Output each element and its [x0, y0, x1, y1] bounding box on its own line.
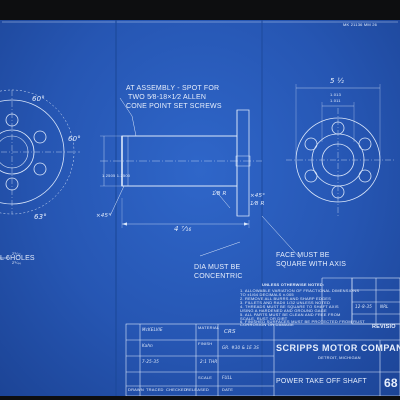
company-name: SCRIPPS MOTOR COMPANY	[276, 343, 400, 353]
flange-dim-top: 5 ½	[330, 77, 345, 85]
blueprint-sheet: MK 21136 MM 26 60° 60° 63° 2⁹⁄₃₂ 2⁹⁄₄₄ L…	[0, 20, 400, 396]
note-line: 5. ALL PARTS MUST BE CLEAN AND FREE FROM	[240, 312, 341, 317]
assembly-note-line2: TWO 5⁄8-18×1⁄2 ALLEN	[128, 94, 207, 101]
flange-dim-mid1: 1.013	[330, 92, 342, 97]
face-note-line1: FACE MUST BE	[276, 252, 330, 259]
holes-dim-den: 2⁹⁄₄₄	[12, 260, 21, 265]
angle-label-right: 60°	[68, 135, 82, 143]
finish-label: FINISH	[198, 341, 213, 346]
notes-title: UNLESS OTHERWISE NOTED:	[262, 282, 325, 287]
note-line: 2. REMOVE ALL BURRS AND SHARP EDGES	[240, 296, 332, 301]
note-line: USING A HARDENED AND GROUND GAGE	[240, 308, 327, 313]
finish-value: GR. #30 & 1E 3S	[222, 345, 259, 350]
material-label: MATERIAL	[198, 325, 220, 330]
left-flange-view	[0, 89, 80, 259]
radius-b-label: 1⁄8 R	[250, 201, 265, 207]
note-line: 1. ALLOWABLE VARIATION OF FRACTIONAL DIM…	[240, 288, 360, 293]
date-label: DATE	[222, 387, 234, 392]
traced-by: Kahn	[142, 343, 153, 348]
face-note-line2: SQUARE WITH AXIS	[276, 261, 347, 268]
assembly-note-line1: AT ASSEMBLY - SPOT FOR	[126, 85, 220, 92]
angle-label-bottom: 63°	[34, 213, 48, 221]
shaft-side-view	[100, 97, 262, 257]
flange-dim-mid2: 1.011	[330, 98, 341, 103]
drawing-code: MK 21136 MM 26	[343, 22, 378, 27]
angle-label-top: 60°	[32, 95, 46, 103]
note-line: 6. FINISHED SURFACES MUST BE PROTECTED F…	[240, 319, 365, 324]
note-line: TO ±1/64 DECIMALS ±.005	[240, 292, 294, 297]
checked-label: CHECKED	[166, 387, 187, 392]
right-flange-view	[261, 84, 394, 259]
revision-label: REVISIO	[372, 324, 396, 330]
assembly-note-line3: CONE POINT SET SCREWS	[126, 103, 222, 110]
note-line: SCALE, RUST OR DIRT	[240, 316, 288, 321]
material-value: CRS	[224, 329, 236, 335]
note-line: CORROSION OR DAMAGE	[240, 322, 295, 327]
shaft-length-label: 4 ⁷⁄₁₆	[174, 225, 192, 233]
used-on: 2:1 THR	[200, 359, 218, 364]
revision-entry-date: 12-8-35	[355, 304, 373, 309]
scale-value: FULL	[222, 375, 233, 380]
released-label: RELEASED	[186, 387, 209, 392]
radius-a-label: 1⁄8 R	[212, 191, 227, 197]
holes-dim-num: 2⁹⁄₃₂	[12, 251, 21, 256]
dia-note-line2: CONCENTRIC	[194, 273, 243, 280]
traced-label: TRACED	[146, 387, 164, 392]
date-value: 7-25-35	[142, 359, 160, 364]
holes-label: L 6HOLES	[0, 255, 35, 262]
dia-note-line1: DIA MUST BE	[194, 264, 241, 271]
blueprint-drawing	[0, 20, 400, 396]
company-location: DETROIT, MICHIGAN	[318, 355, 361, 360]
note-line: 3. FILLETS AND RADII 1/32 UNLESS NOTED	[240, 300, 331, 305]
drawing-number: 68	[384, 376, 398, 390]
shaft-diameter-label: 1.2505 1.2500	[102, 173, 131, 178]
chamfer-left-label: ×45°	[96, 213, 112, 219]
part-name: POWER TAKE OFF SHAFT	[276, 378, 367, 385]
drawn-label: DRAWN	[128, 387, 144, 392]
chamfer-right-label: ×45°	[250, 193, 266, 199]
scale-label: SCALE	[198, 375, 213, 380]
note-line: 4. THREADS MUST BE SQUARE TO SHAFT AXIS	[240, 304, 339, 309]
drawn-by: McKELVIE	[142, 327, 163, 332]
title-block-lines	[125, 277, 400, 396]
revision-entry-initials: NRL	[380, 304, 389, 309]
